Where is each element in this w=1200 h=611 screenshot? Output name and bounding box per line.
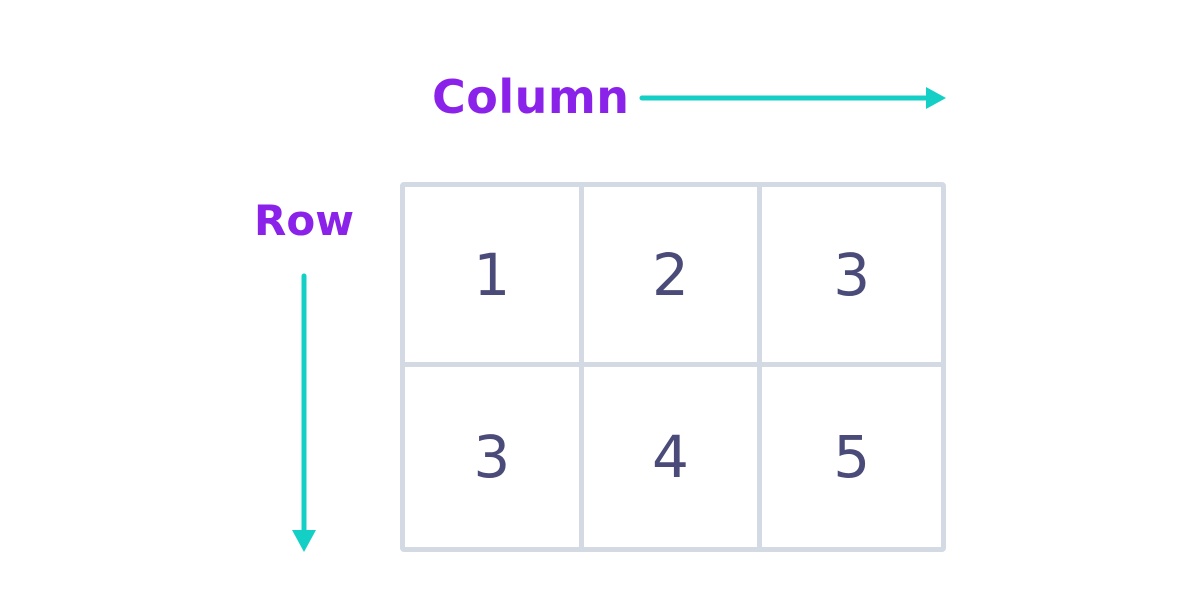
row-arrow bbox=[292, 273, 316, 552]
column-label: Column bbox=[432, 70, 630, 124]
column-arrow bbox=[639, 87, 946, 109]
data-grid: 1 2 3 3 4 5 bbox=[400, 182, 946, 552]
row-label: Row bbox=[254, 196, 354, 245]
grid-cell-r1-c3: 3 bbox=[762, 187, 941, 367]
grid-cell-r1-c1: 1 bbox=[405, 187, 584, 367]
grid-cell-r2-c3: 5 bbox=[833, 423, 871, 491]
grid-cell-r1-c2: 2 bbox=[583, 187, 763, 367]
grid-cell-r2-c1: 3 bbox=[405, 367, 584, 547]
grid-cell-r2-c2: 4 bbox=[584, 367, 763, 547]
